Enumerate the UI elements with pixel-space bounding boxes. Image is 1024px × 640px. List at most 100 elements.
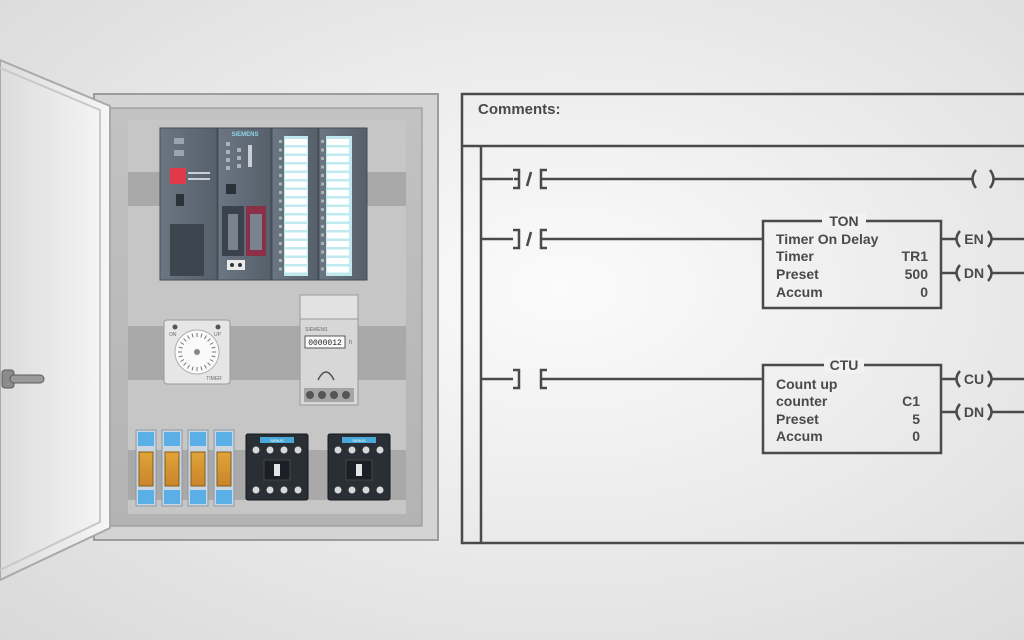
- relay: [161, 429, 183, 507]
- io-led: [321, 208, 324, 211]
- output-coil[interactable]: [971, 169, 995, 189]
- io-slot-label: [327, 147, 349, 154]
- io-led: [279, 250, 282, 254]
- plc-power-supply: [159, 127, 218, 281]
- io-slot-label: [285, 258, 307, 264]
- io-slot-label: [285, 249, 307, 256]
- io-led: [279, 140, 282, 143]
- comments-label: Comments:: [478, 101, 561, 118]
- io-slot-label: [285, 139, 307, 145]
- io-led: [321, 199, 324, 203]
- ctu-cu-output[interactable]: CU: [964, 371, 984, 387]
- rung-3: [481, 363, 1024, 455]
- counter-display: 0000012: [308, 339, 342, 348]
- io-led: [321, 182, 324, 186]
- io-led: [321, 250, 324, 254]
- ladder-diagram: [460, 92, 1024, 545]
- dial-tick: [187, 335, 190, 340]
- io-slot-label: [285, 147, 307, 154]
- ctu-accum-label: Accum: [776, 428, 823, 444]
- io-led: [321, 225, 324, 228]
- ton-accum-value: 0: [920, 284, 928, 300]
- ladder-frame: [460, 92, 1024, 545]
- contactor-bank: SIRIUS SIRIUS: [245, 433, 391, 501]
- contactor: SIRIUS: [327, 433, 391, 501]
- ctu-description: Count up: [776, 376, 837, 392]
- plc-cpu: CPU314C-2DP SIEMENS: [217, 127, 272, 281]
- io-slot-label: [327, 139, 349, 145]
- relay-bank: [135, 429, 235, 507]
- io-led: [321, 191, 324, 194]
- contactor-brand: SIRIUS: [352, 438, 366, 443]
- io-led: [321, 233, 324, 237]
- ton-en-output[interactable]: EN: [964, 231, 983, 247]
- dial-tick: [191, 366, 194, 371]
- io-led: [279, 157, 282, 160]
- io-slot-label: [285, 164, 307, 171]
- ctu-preset-label: Preset: [776, 411, 819, 427]
- ctu-preset-value: 5: [912, 411, 920, 427]
- ton-dn-output[interactable]: DN: [964, 265, 984, 281]
- dial-tick: [180, 342, 185, 345]
- io-slot-label: [327, 156, 349, 162]
- io-slot-label: [285, 241, 307, 247]
- ton-tag-label: Timer: [776, 248, 814, 264]
- relay: [135, 429, 157, 507]
- io-slot-label: [327, 241, 349, 247]
- io-led: [321, 174, 324, 177]
- io-slot-label: [327, 164, 349, 171]
- power-indicator-red: [170, 168, 186, 184]
- io-led: [321, 148, 324, 152]
- io-slot-label: [327, 198, 349, 205]
- contactor: SIRIUS: [245, 433, 309, 501]
- io-led: [321, 259, 324, 262]
- ctu-tag-value: C1: [902, 393, 920, 409]
- dial-tick: [207, 362, 211, 366]
- io-slot-label: [285, 156, 307, 162]
- ton-title: TON: [829, 213, 858, 229]
- ton-description: Timer On Delay: [776, 231, 879, 247]
- dial-tick: [209, 342, 214, 345]
- ton-preset-value: 500: [905, 266, 929, 282]
- dial-tick: [183, 338, 187, 342]
- dial-tick: [211, 355, 216, 358]
- counter-brand: SIEMENS: [305, 327, 328, 333]
- contactor-brand: SIRIUS: [270, 438, 284, 443]
- plc-model-label: CPU314C-2DP: [222, 129, 249, 134]
- ton-tag-value: TR1: [902, 248, 929, 264]
- analog-timer: ON UP TIMER: [163, 319, 231, 385]
- io-led: [279, 267, 282, 271]
- dial-tick: [204, 364, 207, 369]
- dial-tick: [178, 346, 183, 349]
- io-terminal-labels: [279, 139, 349, 273]
- dial-tick: [180, 359, 185, 362]
- io-led: [321, 242, 324, 245]
- io-slot-label: [285, 215, 307, 222]
- dial-tick: [211, 346, 216, 349]
- cabinet-door[interactable]: [0, 58, 111, 582]
- electrical-cabinet: CPU314C-2DP SIEMENS: [93, 93, 439, 541]
- ctu-dn-output[interactable]: DN: [964, 404, 984, 420]
- ctu-title-bg: [824, 357, 864, 373]
- io-slot-label: [285, 207, 307, 213]
- io-led: [279, 259, 282, 262]
- timer-up-label: UP: [214, 332, 222, 338]
- io-slot-label: [285, 181, 307, 188]
- io-led: [279, 148, 282, 152]
- dial-tick: [204, 335, 207, 340]
- io-led: [279, 182, 282, 186]
- io-slot-label: [327, 181, 349, 188]
- dial-tick: [200, 366, 203, 371]
- ton-accum-label: Accum: [776, 284, 823, 300]
- door-handle[interactable]: [1, 369, 45, 389]
- io-led: [279, 216, 282, 220]
- hour-counter: SIEMENS 0000012 h: [299, 294, 359, 406]
- io-slot-label: [327, 266, 349, 273]
- io-slot-label: [327, 190, 349, 196]
- io-slot-label: [327, 215, 349, 222]
- relay: [213, 429, 235, 507]
- ctu-tag-label: counter: [776, 393, 828, 409]
- ctu-accum-value: 0: [912, 428, 920, 444]
- rung-2: [481, 219, 1024, 310]
